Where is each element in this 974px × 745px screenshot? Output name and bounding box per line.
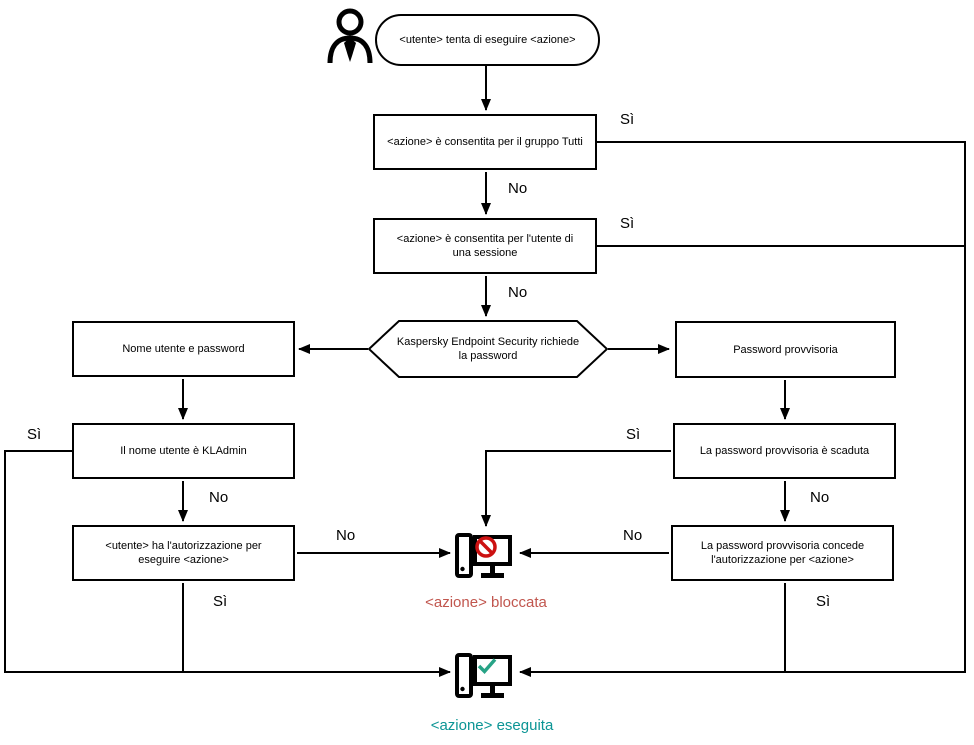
node-user-authorized-label: <utente> ha l'autorizzazione per eseguir… (105, 540, 262, 566)
node-is-kladmin: Il nome utente è KLAdmin (72, 423, 295, 479)
node-temp-password-expired-label: La password provvisoria è scaduta (699, 445, 870, 457)
computer-check-icon (453, 650, 513, 702)
node-allowed-for-session-user-label: <azione> è consentita per l'utente di un… (396, 233, 574, 259)
executed-caption: <azione> eseguita (430, 717, 554, 734)
node-temp-password-grants: La password provvisoria concede l'autori… (671, 525, 894, 581)
node-kes-password-prompt: Kaspersky Endpoint Security richiede la … (368, 320, 608, 378)
node-kes-password-prompt-label: Kaspersky Endpoint Security richiede la … (396, 336, 580, 362)
edge-label-group-yes: Sì (620, 111, 635, 128)
edge-label-grants-yes: Sì (816, 593, 831, 610)
edge-label-session-no: No (508, 284, 528, 301)
computer-blocked-icon (453, 530, 513, 582)
edge-label-expired-yes: Sì (626, 426, 641, 443)
edge-label-kladmin-yes: Sì (27, 426, 42, 443)
edge-label-authorized-no: No (336, 527, 356, 544)
edge-label-authorized-yes: Sì (213, 593, 228, 610)
node-allowed-for-group: <azione> è consentita per il gruppo Tutt… (373, 114, 597, 170)
node-is-kladmin-label: Il nome utente è KLAdmin (120, 445, 247, 457)
node-temp-password-grants-label: La password provvisoria concede l'autori… (700, 540, 865, 566)
node-temp-password-label: Password provvisoria (733, 343, 838, 356)
user-icon (326, 6, 374, 64)
node-temp-password: Password provvisoria (675, 321, 896, 378)
edge-label-session-yes: Sì (620, 215, 635, 232)
edge-group-yes-right-down-to-executed (519, 141, 966, 677)
edge-label-expired-no: No (810, 489, 830, 506)
node-allowed-for-group-label: <azione> è consentita per il gruppo Tutt… (387, 136, 583, 148)
edge-label-group-no: No (508, 180, 528, 197)
node-start: <utente> tenta di eseguire <azione> (375, 14, 600, 66)
node-user-authorized: <utente> ha l'autorizzazione per eseguir… (72, 525, 295, 581)
edge-label-kladmin-no: No (209, 489, 229, 506)
checkmark-icon (477, 658, 497, 675)
hexagon-shape (368, 320, 608, 378)
edge-kladmin-yes-left-down-to-executed (4, 450, 451, 677)
edge-label-grants-no: No (623, 527, 643, 544)
node-allowed-for-session-user: <azione> è consentita per l'utente di un… (373, 218, 597, 274)
node-temp-password-expired: La password provvisoria è scaduta (673, 423, 896, 479)
node-start-label: <utente> tenta di eseguire <azione> (399, 34, 576, 46)
node-username-password: Nome utente e password (72, 321, 295, 377)
blocked-caption: <azione> bloccata (425, 594, 547, 611)
node-username-password-label: Nome utente e password (122, 343, 245, 355)
edge-expired-yes-left-down (481, 450, 671, 527)
